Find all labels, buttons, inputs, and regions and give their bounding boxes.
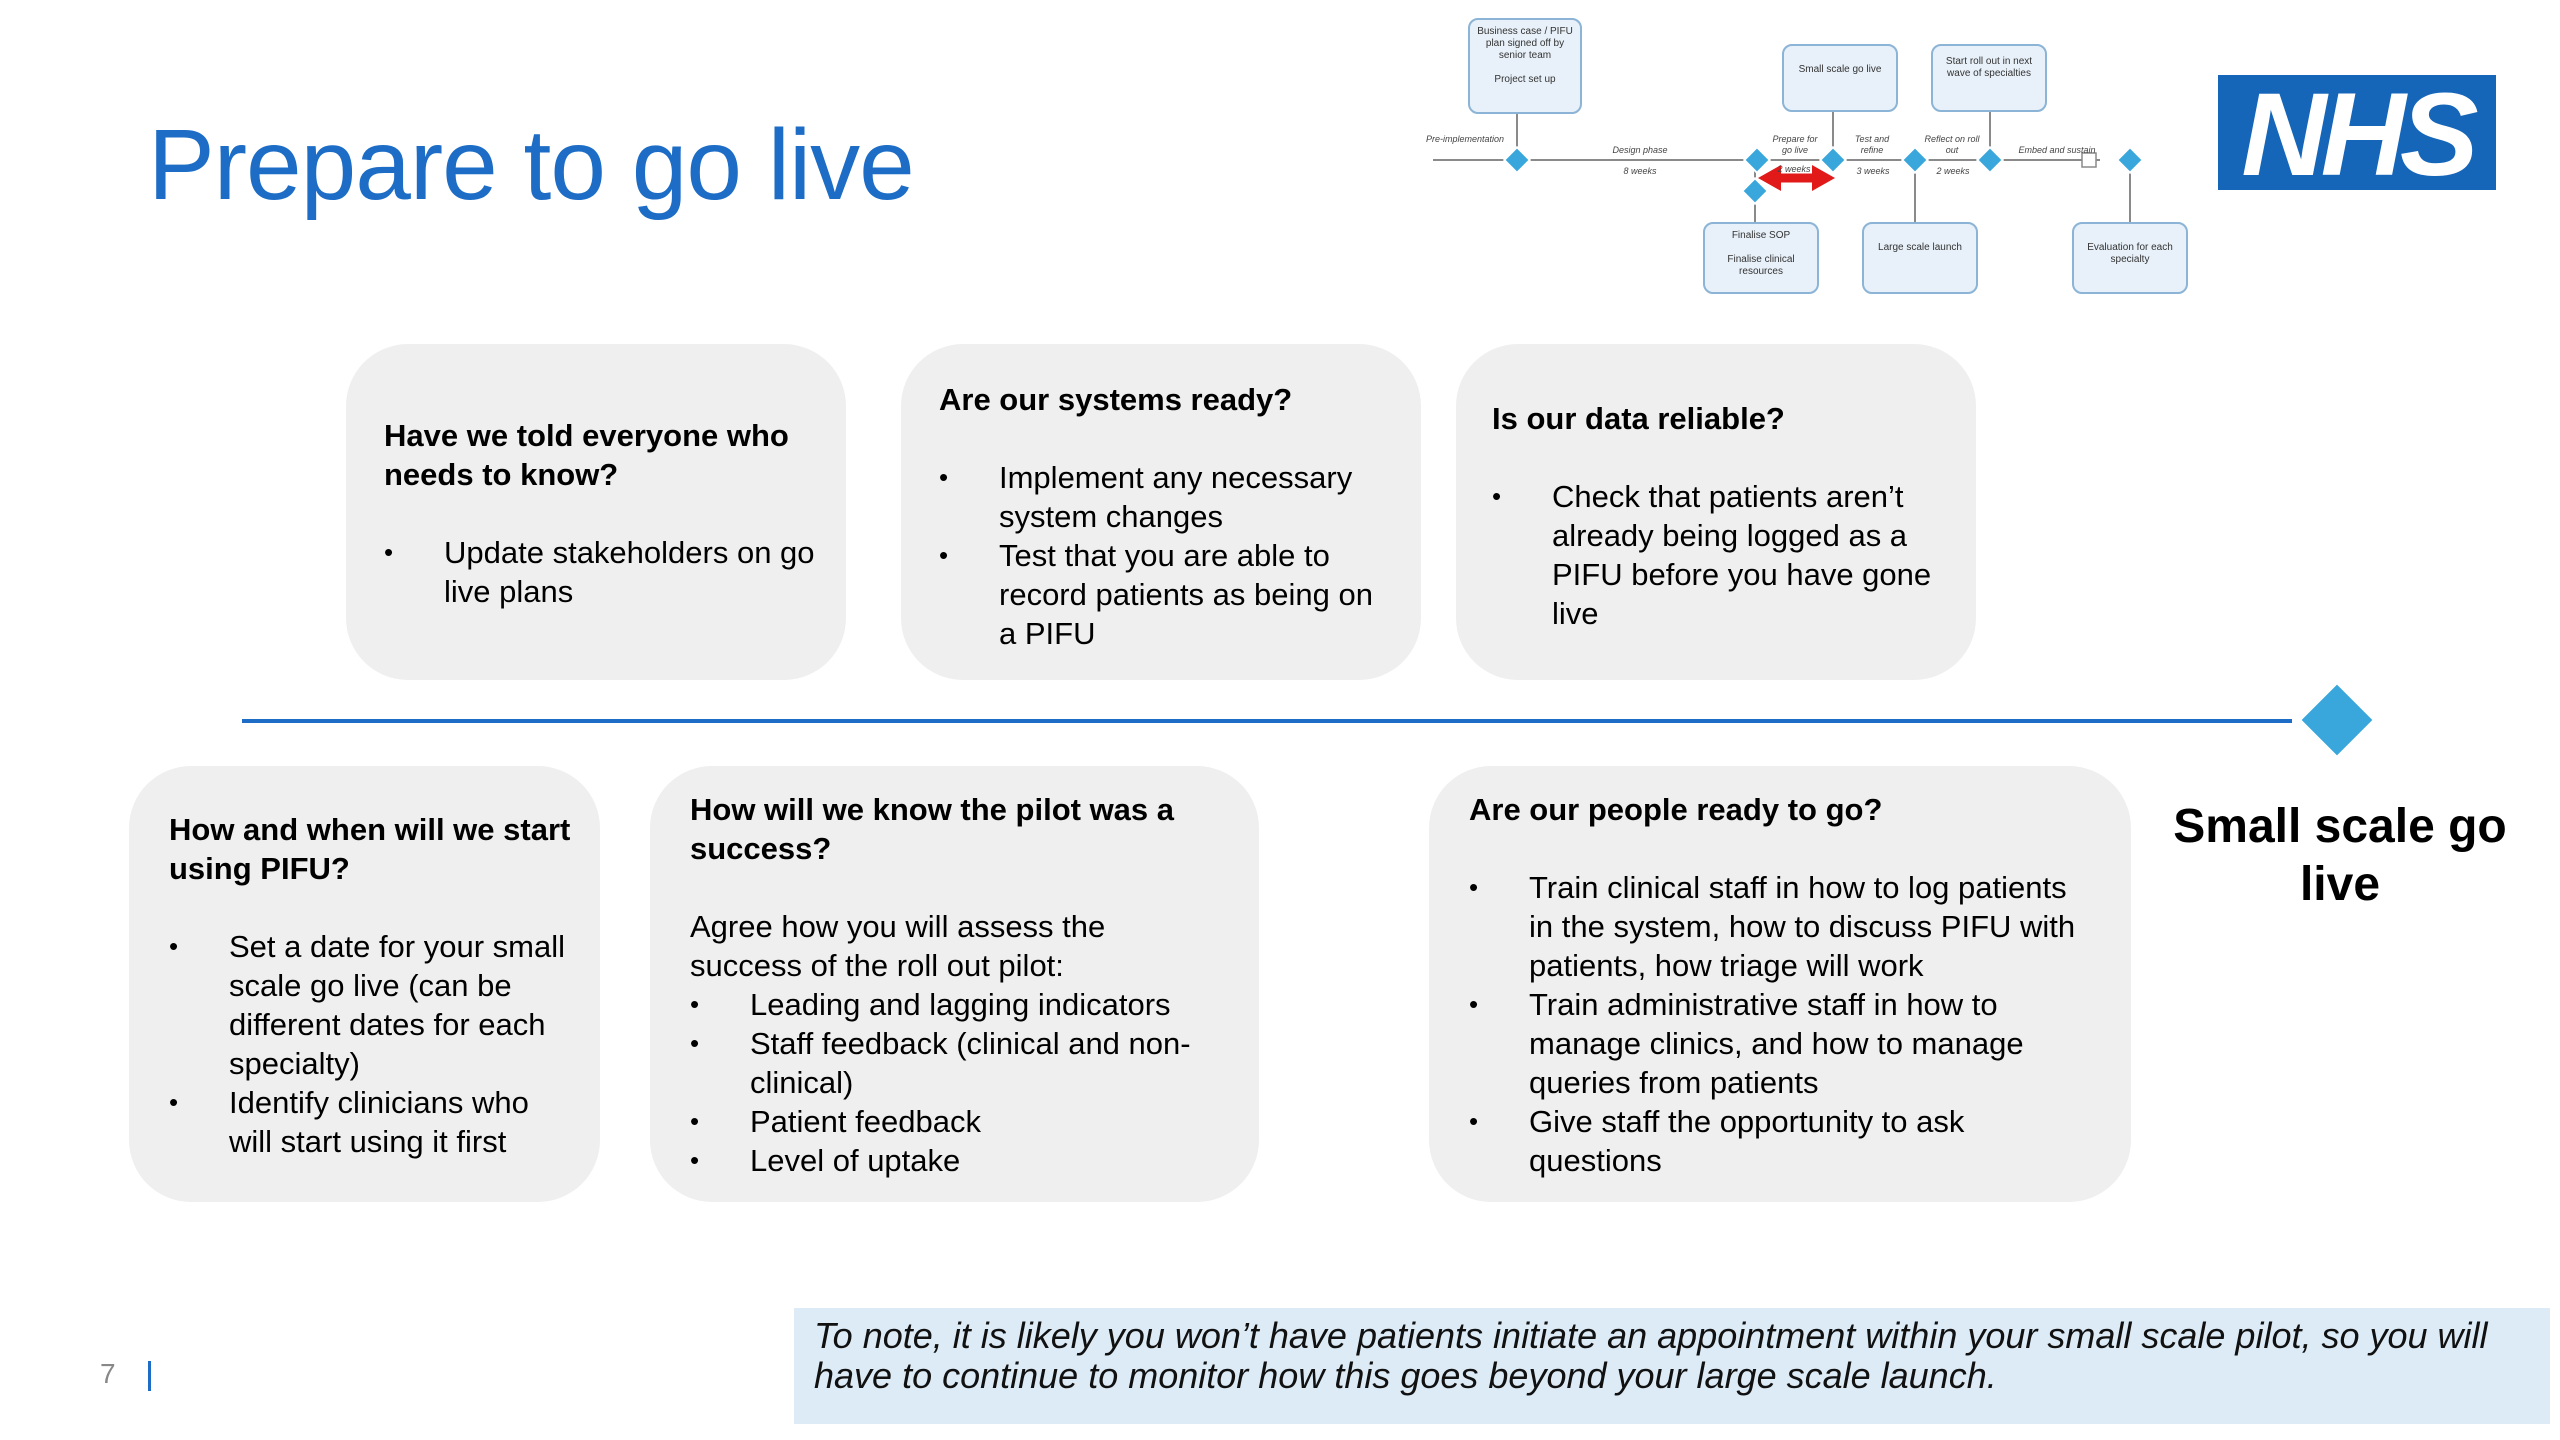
nhs-logo-text: NHS (2241, 68, 2478, 201)
duration-label: 3 weeks (1856, 166, 1890, 176)
card-heading: Are our systems ready? (939, 382, 1293, 417)
bullet-item: Level of uptake (690, 1141, 1223, 1180)
phase-label: Reflect on roll out (1924, 134, 1980, 155)
bullet-item: Identify clinicians who will start using… (169, 1083, 574, 1161)
page-number-divider (148, 1361, 151, 1391)
nhs-logo: NHS (2218, 75, 2496, 194)
duration-label: 2 weeks (1936, 166, 1970, 176)
page-title: Prepare to go live (148, 109, 915, 221)
card-data-reliable: Is our data reliable? Check that patient… (1456, 344, 1976, 680)
roadmap-box-small-scale-go-live: Small scale go live (1782, 44, 1898, 112)
phase-label: Test and refine (1854, 134, 1890, 155)
card-pilot-success: How will we know the pilot was a success… (650, 766, 1259, 1202)
note-box: To note, it is likely you won’t have pat… (794, 1308, 2550, 1424)
page-number: 7 (100, 1358, 116, 1389)
card-bullets: Check that patients aren’t already being… (1492, 477, 1936, 633)
phase-label: Design phase (1612, 145, 1668, 155)
bullet-item: Staff feedback (clinical and non-clinica… (690, 1024, 1223, 1102)
roadmap-diagram: Business case / PIFU plan signed off by … (1425, 12, 2195, 302)
card-bullets: Train clinical staff in how to log patie… (1469, 868, 2095, 1180)
bullet-item: Leading and lagging indicators (690, 985, 1223, 1024)
roadmap-box-large-scale-launch: Large scale launch (1862, 222, 1978, 294)
card-told-everyone: Have we told everyone who needs to know?… (346, 344, 846, 680)
roadmap-box-business-case: Business case / PIFU plan signed off by … (1468, 18, 1582, 114)
milestone-diamond-icon (2301, 684, 2373, 756)
roadmap-box-finalise-sop: Finalise SOP Finalise clinical resources (1703, 222, 1819, 294)
duration-label: 2 weeks (1777, 164, 1811, 174)
timeline-line (242, 719, 2292, 723)
card-people-ready: Are our people ready to go? Train clinic… (1429, 766, 2131, 1202)
card-start-using: How and when will we start using PIFU? S… (129, 766, 600, 1202)
card-bullets: Update stakeholders on go live plans (384, 533, 816, 611)
card-systems-ready: Are our systems ready? Implement any nec… (901, 344, 1421, 680)
roadmap-box-evaluation: Evaluation for each specialty (2072, 222, 2188, 294)
phase-label: Embed and sustain (2018, 145, 2096, 155)
bullet-item: Update stakeholders on go live plans (384, 533, 816, 611)
bullet-item: Patient feedback (690, 1102, 1223, 1141)
card-heading: Are our people ready to go? (1469, 792, 1883, 827)
bullet-item: Train administrative staff in how to man… (1469, 985, 2095, 1102)
card-heading: How will we know the pilot was a success… (690, 792, 1175, 866)
bullet-item: Test that you are able to record patient… (939, 536, 1391, 653)
card-intro: Agree how you will assess the success of… (690, 909, 1106, 983)
bullet-item: Set a date for your small scale go live … (169, 927, 574, 1083)
phase-label: Prepare for go live (1772, 134, 1818, 155)
roadmap-box-start-roll-out: Start roll out in next wave of specialti… (1931, 44, 2047, 112)
card-heading: Have we told everyone who needs to know? (384, 418, 789, 492)
card-bullets: Leading and lagging indicators Staff fee… (690, 985, 1223, 1180)
bullet-item: Give staff the opportunity to ask questi… (1469, 1102, 2095, 1180)
bullet-item: Train clinical staff in how to log patie… (1469, 868, 2095, 985)
card-bullets: Implement any necessary system changes T… (939, 458, 1391, 653)
milestone-label: Small scale go live (2173, 800, 2507, 911)
bullet-item: Check that patients aren’t already being… (1492, 477, 1936, 633)
card-heading: How and when will we start using PIFU? (169, 812, 571, 886)
card-bullets: Set a date for your small scale go live … (169, 927, 574, 1161)
duration-label: 8 weeks (1623, 166, 1657, 176)
bullet-item: Implement any necessary system changes (939, 458, 1391, 536)
card-heading: Is our data reliable? (1492, 401, 1785, 436)
roadmap-lines (1433, 112, 2145, 224)
phase-label: Pre-implementation (1425, 134, 1505, 144)
